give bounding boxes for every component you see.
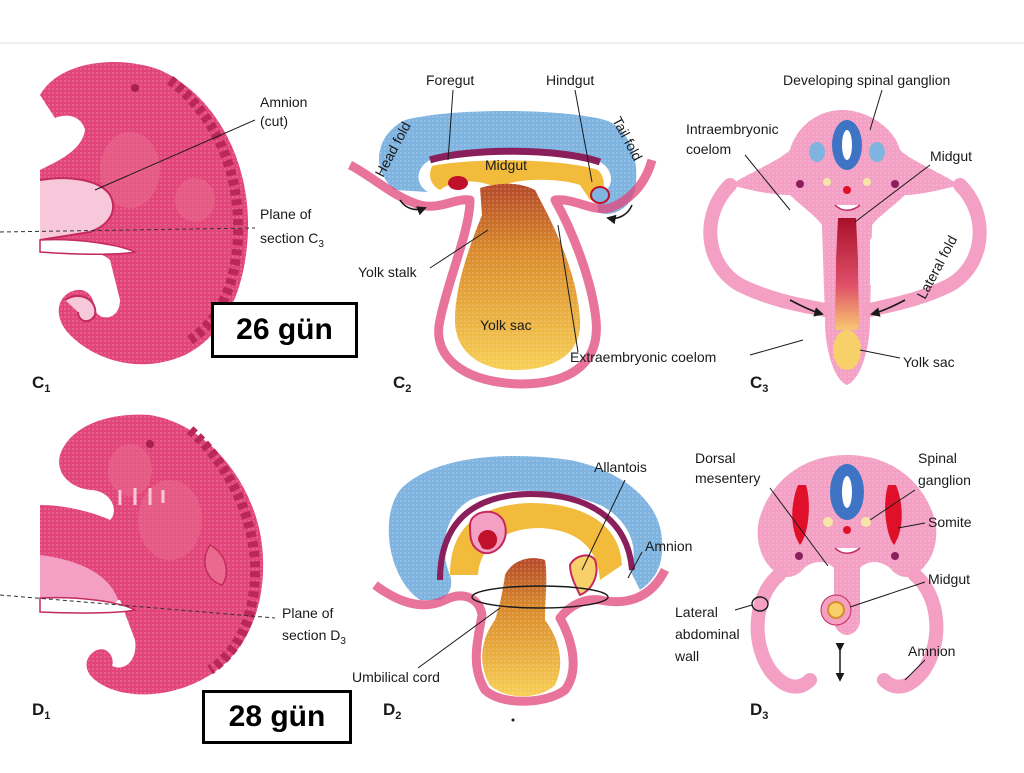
- c1-cut-label: (cut): [260, 113, 288, 129]
- d3-wall-label: wall: [674, 648, 699, 664]
- c2-midgut-label: Midgut: [485, 157, 527, 173]
- d2-amnion-label: Amnion: [645, 538, 692, 554]
- c3-transverse-section: Developing spinal ganglion Intraembryoni…: [686, 72, 987, 395]
- c3-body-wall-right: [863, 178, 987, 317]
- d1-panel-letter: D1: [32, 700, 50, 722]
- c1-section-label: section C3: [260, 230, 324, 250]
- d2-umbilical-label: Umbilical cord: [352, 669, 440, 685]
- d2-amnion-outline: [372, 567, 670, 706]
- d1-umbilical-region: [40, 555, 118, 607]
- d3-dorsal-label: Dorsal: [695, 450, 735, 466]
- day-label-28: 28 gün: [202, 690, 352, 744]
- c1-plane-label: Plane of: [260, 206, 311, 222]
- c2-panel-letter: C2: [393, 373, 411, 395]
- d3-panel-letter: D3: [750, 700, 768, 722]
- c2-neural-purple: [428, 147, 602, 166]
- d2-panel-letter: D2: [383, 700, 401, 722]
- d3-midgut-label: Midgut: [928, 571, 970, 587]
- d1-section-subscript: 3: [340, 636, 346, 647]
- c2-foregut-label: Foregut: [426, 72, 474, 88]
- d3-body-wall-left: [750, 568, 817, 694]
- d3-lateral-label: Lateral: [675, 604, 718, 620]
- c1-panel-letter: C1: [32, 373, 50, 395]
- d3-mesentery-label: mesentery: [695, 470, 760, 486]
- day-label-26: 26 gün: [211, 302, 358, 358]
- c1-section-subscript: 3: [318, 239, 324, 250]
- c2-yolk-stalk-label: Yolk stalk: [358, 264, 418, 280]
- c2-hindgut-label: Hindgut: [546, 72, 594, 88]
- d1-pharyngeal-arches: [118, 488, 165, 505]
- d2-umbilical-ring: [471, 585, 609, 609]
- c3-midgut-label: Midgut: [930, 148, 972, 164]
- c3-yolk-sac: [833, 330, 861, 370]
- d3-lateral-wall-ring: [751, 596, 769, 612]
- c3-yolk-sac-label: Yolk sac: [903, 354, 955, 370]
- d2-allantois: [568, 554, 598, 597]
- d3-somite-left: [792, 485, 809, 545]
- c2-sagittal-section: Foregut Hindgut Head fold Tail fold Midg…: [347, 72, 716, 395]
- c3-coelom-label: coelom: [686, 141, 731, 157]
- c1-amnion-membrane: [39, 177, 115, 241]
- c3-gut: [835, 218, 859, 330]
- c2-amnion-outline: [347, 158, 657, 389]
- d1-plane-label: Plane of: [282, 605, 333, 621]
- d3-somite-right: [885, 485, 902, 545]
- d3-ganglion-label: ganglion: [918, 472, 971, 488]
- c1-lateral-embryo-26-day: Amnion (cut) Plane of section C3 C1: [0, 62, 324, 395]
- d3-amnion-label: Amnion: [908, 643, 955, 659]
- c2-yolk-sac-label: Yolk sac: [480, 317, 532, 333]
- d1-section-label: section D3: [282, 627, 346, 647]
- c1-amnion-label: Amnion: [260, 94, 307, 110]
- c1-otic-pit: [131, 84, 139, 92]
- c1-plane-line: [0, 227, 256, 233]
- d1-plane-line: [0, 594, 276, 619]
- c2-extraembryonic-label: Extraembryonic coelom: [570, 349, 716, 365]
- d3-somite-label: Somite: [928, 514, 972, 530]
- c1-somite-row: [166, 76, 244, 345]
- c2-gut-tube: [430, 160, 604, 200]
- d3-body-wall-right: [877, 568, 944, 694]
- c2-heart-bulge: [448, 176, 468, 190]
- d1-otic-pit: [146, 440, 154, 448]
- d2-neural-purple: [437, 490, 635, 581]
- d2-sagittal-section: Allantois Amnion Umbilical cord D2: [352, 455, 692, 722]
- d3-transverse-section: Dorsal mesentery Spinal ganglion Somite …: [674, 450, 972, 722]
- c3-intraembryonic-label: Intraembryonic: [686, 121, 779, 137]
- c3-spinal-ganglion-label: Developing spinal ganglion: [783, 72, 950, 88]
- d1-lateral-embryo-28-day: Plane of section D3 D1: [0, 414, 346, 722]
- d2-allantois-label: Allantois: [594, 459, 647, 475]
- d1-somite-row: [186, 426, 261, 675]
- c3-panel-letter: C3: [750, 373, 768, 395]
- d3-abdominal-label: abdominal: [675, 626, 740, 642]
- d1-limb-bud: [204, 544, 228, 586]
- d3-spinal-label: Spinal: [918, 450, 957, 466]
